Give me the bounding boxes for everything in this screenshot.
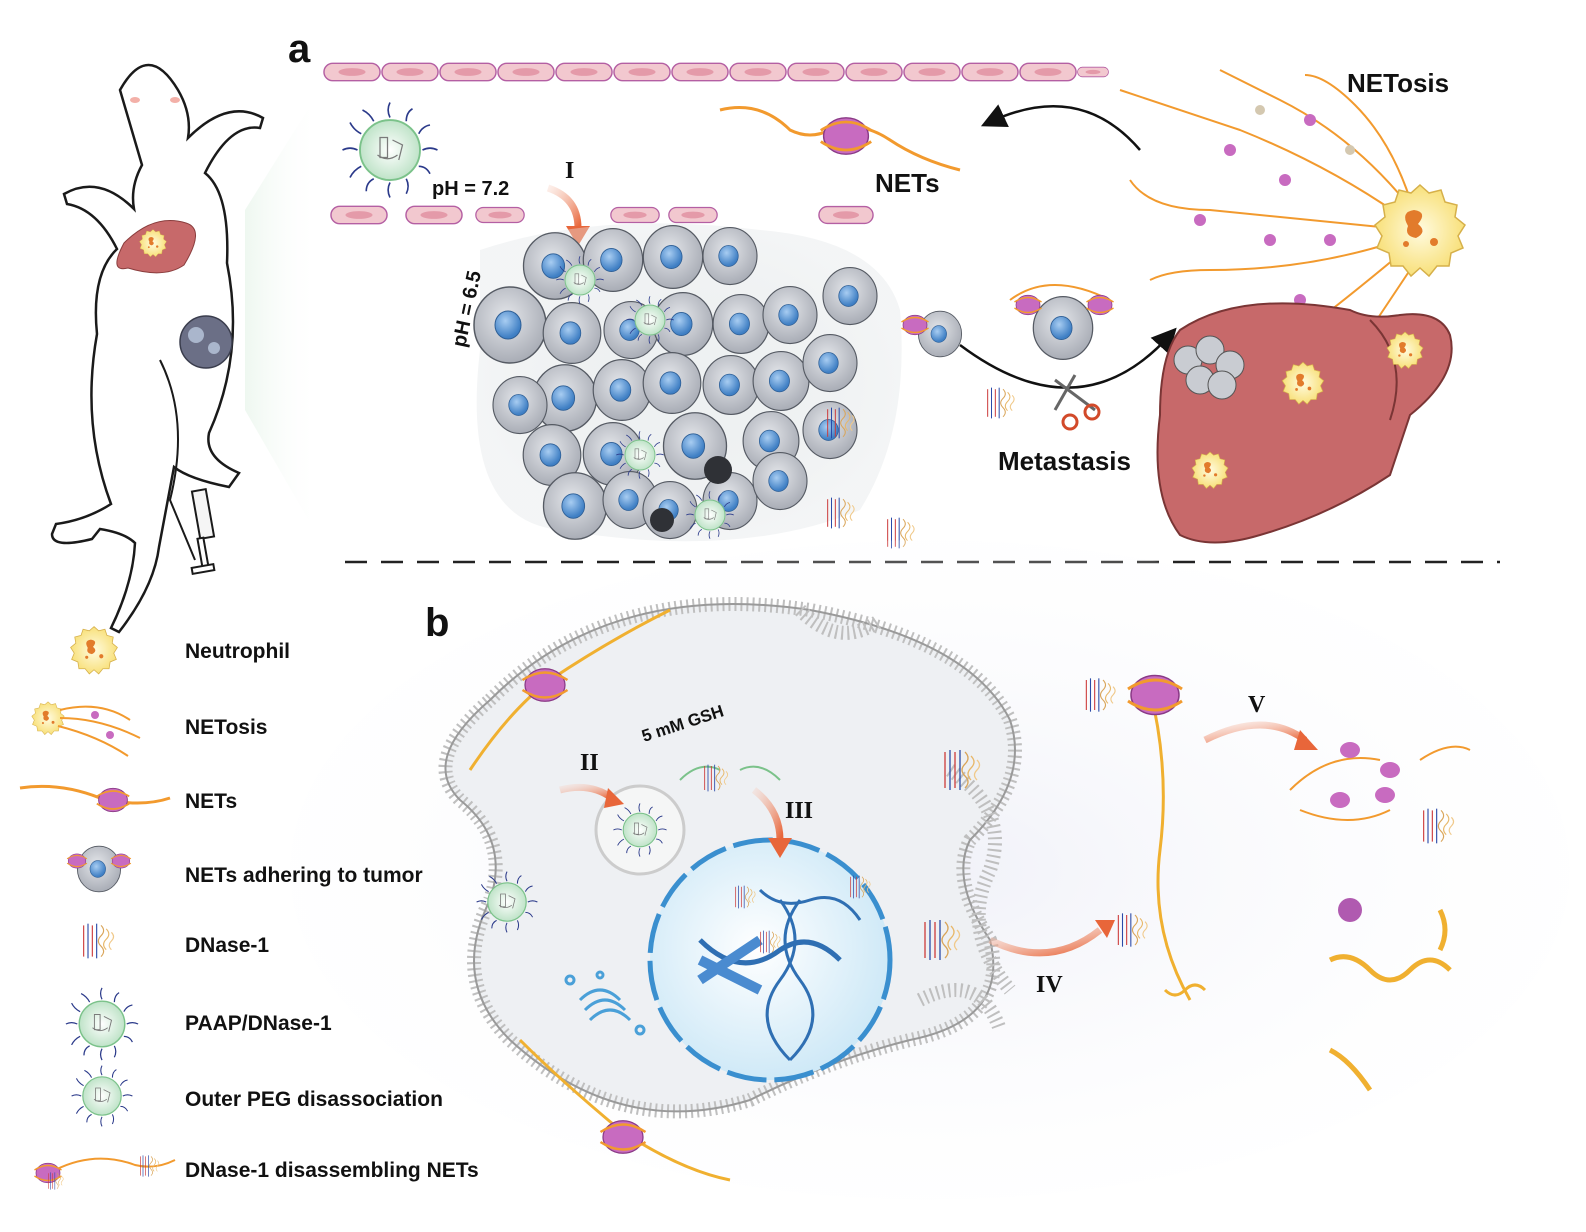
step-5-label: V (1248, 692, 1266, 718)
legend-item-dnase-1: DNase-1 (83, 923, 269, 959)
nets-adhering-tumor-icon (66, 845, 132, 893)
panel-a-label: a (288, 27, 311, 71)
legend-item-paap: PAAP/DNase-1 (65, 987, 332, 1061)
arrow-step-2 (604, 788, 624, 808)
nucleus (647, 837, 893, 1083)
arrow-step-3 (768, 838, 792, 858)
netosis-neutrophil-icon (1374, 184, 1466, 277)
mouse-illustration (50, 63, 320, 634)
arrow-netosis-to-nets (980, 104, 1141, 151)
legend-item-netosis: NETosis (31, 701, 267, 757)
legend-label-paap: PAAP/DNase-1 (185, 1012, 332, 1035)
step-4-label: IV (1036, 972, 1063, 998)
ph-blood-label: pH = 7.2 (432, 178, 509, 200)
panel-b-label: b (425, 601, 449, 645)
legend-label-netosis: NETosis (185, 716, 267, 739)
golgi-apparatus (564, 970, 646, 1036)
panel-b: b (290, 540, 1570, 1200)
arrow-step-5 (1294, 730, 1318, 750)
netosis-icon (31, 701, 141, 757)
legend-label-neutrophil: Neutrophil (185, 640, 290, 663)
step-1-label: I (565, 158, 574, 184)
nets-adhering-tumor-cell (1009, 284, 1115, 361)
legend-item-neutrophil: Neutrophil (70, 626, 290, 675)
legend: Neutrophil NETosis NETs NETs adhering (19, 626, 479, 1190)
syringe-icon (190, 487, 216, 576)
nets-label: NETs (875, 168, 940, 198)
legend-label-disassembling: DNase-1 disassembling NETs (185, 1159, 479, 1182)
nets-icon (19, 784, 171, 813)
escaping-cell (900, 310, 963, 358)
digested-fragments (1289, 742, 1471, 1092)
legend-item-peg: Outer PEG disassociation (70, 1064, 443, 1128)
legend-item-disassembling: DNase-1 disassembling NETs (33, 1154, 479, 1190)
dnase-1-disassembling-nets-icon (33, 1154, 176, 1190)
outer-peg-disassociation-icon (70, 1064, 133, 1128)
paap-dnase-1-icon (65, 987, 139, 1061)
step-2-label: II (580, 750, 599, 776)
nets-strand (719, 106, 961, 172)
panel-a: a (50, 27, 1500, 634)
tumor-mass (473, 223, 902, 542)
legend-label-nets: NETs (185, 790, 237, 813)
neutrophil-icon (70, 626, 118, 675)
legend-item-nets: NETs (19, 784, 237, 813)
paap-dnase-1-nanoparticle (341, 101, 439, 199)
legend-label-dnase-1: DNase-1 (185, 934, 269, 957)
legend-item-nets-adhering: NETs adhering to tumor (66, 845, 423, 893)
net-digestion (1085, 673, 1207, 1001)
dnase-1-molecule (987, 387, 1015, 419)
legend-label-nets-adhering: NETs adhering to tumor (185, 864, 423, 887)
nets-on-membrane (468, 608, 731, 1182)
dnase-1-icon (83, 923, 115, 959)
arrow-metastasis (959, 327, 1177, 389)
arrow-step-4 (1095, 920, 1115, 938)
netosis-label: NETosis (1347, 68, 1449, 98)
liver-illustration (1156, 302, 1453, 544)
legend-label-peg: Outer PEG disassociation (185, 1088, 443, 1111)
metastasis-label: Metastasis (998, 446, 1131, 476)
scissors-icon (1053, 374, 1101, 431)
step-3-label: III (785, 798, 813, 824)
